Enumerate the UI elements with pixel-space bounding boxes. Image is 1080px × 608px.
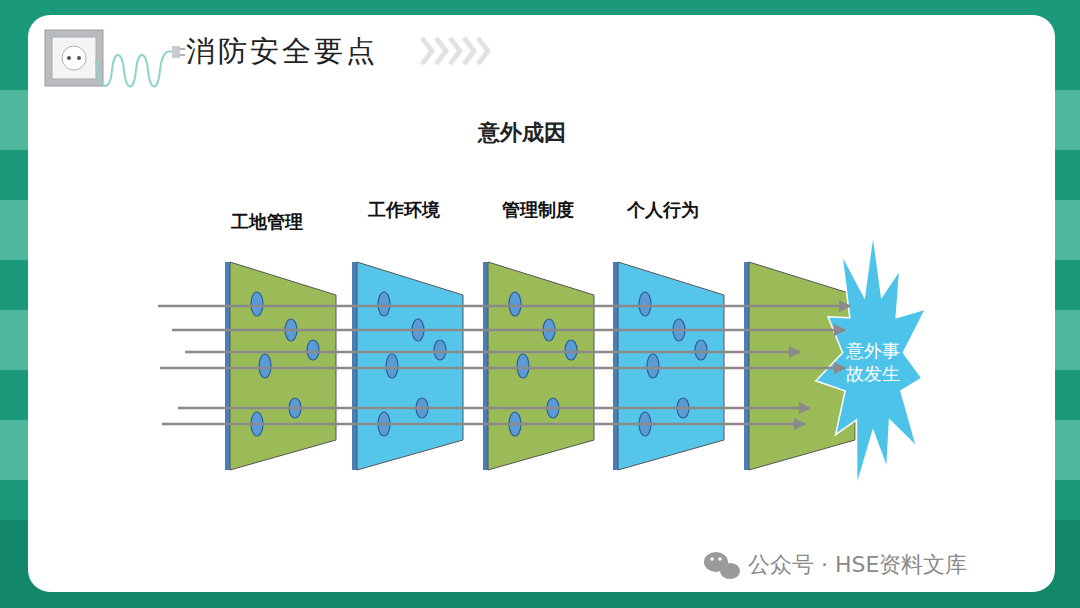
diagram-title: 意外成因 xyxy=(478,118,566,148)
barrier-plate: 管理制度 xyxy=(483,262,595,472)
hazard-arrow xyxy=(162,423,805,426)
watermark: 公众号 · HSE资料文库 xyxy=(748,550,967,580)
hazard-arrow xyxy=(160,367,845,370)
plate-shape xyxy=(613,262,725,472)
hazard-arrow xyxy=(158,305,850,308)
wechat-icon xyxy=(704,552,740,579)
barrier-label: 工地管理 xyxy=(231,210,303,234)
barrier-label: 管理制度 xyxy=(502,198,574,222)
hazard-arrow xyxy=(172,329,845,332)
plate-shape xyxy=(352,262,464,472)
barrier-plate: 工作环境 xyxy=(352,262,464,472)
barrier-plate: 个人行为 xyxy=(613,262,725,472)
plate-shape xyxy=(225,262,337,472)
accident-text: 意外事故发生 xyxy=(845,340,901,385)
accident-burst: 意外事故发生 xyxy=(818,230,928,485)
chevron-decoration xyxy=(422,38,488,64)
barrier-label: 工作环境 xyxy=(368,198,440,222)
page-heading: 消防安全要点 xyxy=(186,32,378,72)
hazard-arrow xyxy=(185,351,800,354)
barrier-plate: 工地管理 xyxy=(225,262,337,472)
plate-shape xyxy=(483,262,595,472)
barrier-label: 个人行为 xyxy=(627,198,699,222)
hazard-arrow xyxy=(178,407,810,410)
socket-icon xyxy=(45,30,185,87)
